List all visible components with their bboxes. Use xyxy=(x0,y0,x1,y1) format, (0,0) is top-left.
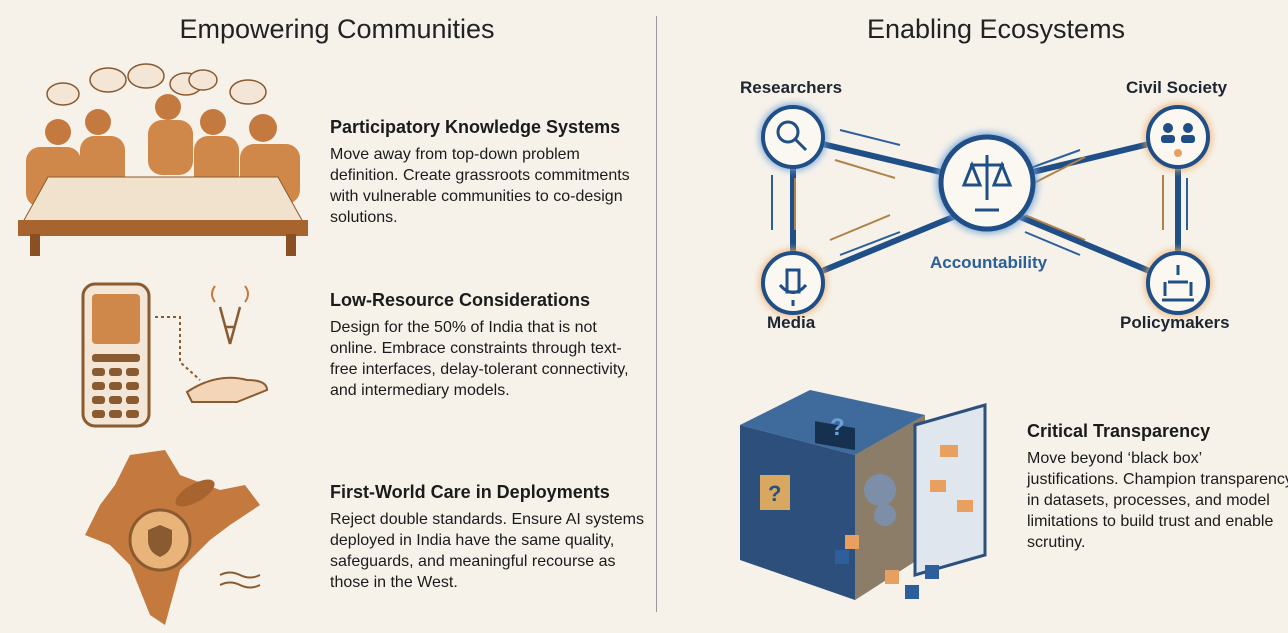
participatory-knowledge-block: Participatory Knowledge Systems Move awa… xyxy=(330,117,650,228)
feature-phone-illustration xyxy=(81,282,269,428)
divider xyxy=(656,16,657,612)
flow-arrows xyxy=(771,129,1188,256)
scales-of-justice-icon xyxy=(961,155,1013,212)
low-resource-block: Low-Resource Considerations Design for t… xyxy=(330,290,630,401)
svg-text:?: ? xyxy=(768,481,781,506)
block-body: Design for the 50% of India that is not … xyxy=(330,319,629,399)
community-meeting-illustration xyxy=(18,63,308,256)
node-label-civil-society: Civil Society xyxy=(1126,78,1228,97)
block-heading: Participatory Knowledge Systems xyxy=(330,117,621,137)
microphone-icon xyxy=(778,268,808,306)
block-body: Move away from top-down problem definiti… xyxy=(330,146,630,226)
block-heading: Critical Transparency xyxy=(1027,421,1211,441)
node-label-media: Media xyxy=(767,313,816,332)
critical-transparency-block: Critical Transparency Move beyond ‘black… xyxy=(1027,421,1288,553)
svg-text:?: ? xyxy=(830,414,845,441)
people-network-icon xyxy=(1161,123,1195,143)
left-title: Empowering Communities xyxy=(179,14,495,44)
block-heading: Low-Resource Considerations xyxy=(330,290,591,310)
center-label-accountability: Accountability xyxy=(930,253,1048,272)
accountability-network-diagram xyxy=(760,104,1211,316)
node-label-researchers: Researchers xyxy=(740,78,843,97)
black-box-illustration: ? ? xyxy=(740,390,987,600)
india-map-stamp-illustration xyxy=(85,450,261,625)
right-title: Enabling Ecosystems xyxy=(866,14,1126,44)
block-heading: First-World Care in Deployments xyxy=(330,482,610,502)
block-body: Move beyond ‘black box’ justifications. … xyxy=(1027,450,1288,551)
magnifier-gear-icon xyxy=(776,120,800,144)
first-world-care-block: First-World Care in Deployments Reject d… xyxy=(330,482,650,593)
block-body: Reject double standards. Ensure AI syste… xyxy=(330,511,644,591)
parliament-icon xyxy=(1162,265,1194,302)
node-label-policymakers: Policymakers xyxy=(1120,313,1230,332)
